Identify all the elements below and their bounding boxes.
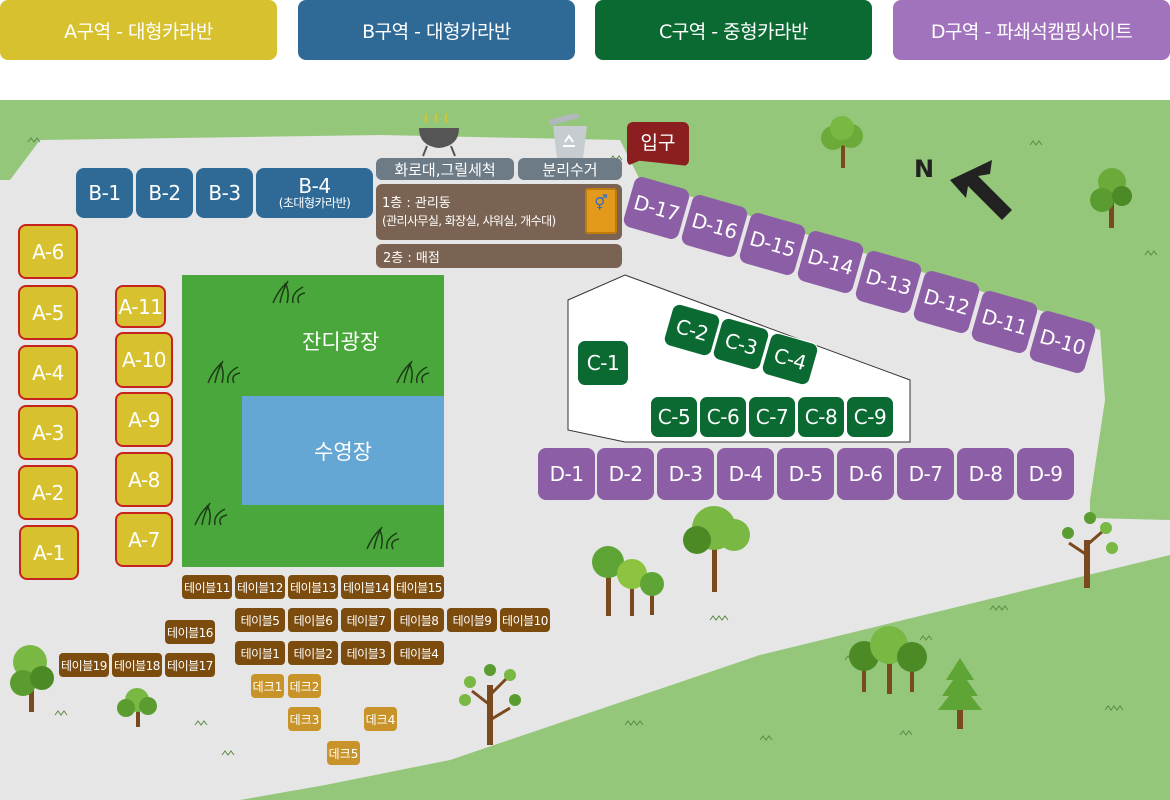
table-13[interactable]: 테이블13 — [288, 575, 338, 599]
site-a-5[interactable]: A-5 — [18, 285, 78, 340]
site-a-2[interactable]: A-2 — [18, 465, 78, 520]
legend-b-label: B구역 - 대형카라반 — [362, 20, 511, 43]
legend-d-label: D구역 - 파쇄석캠핑사이트 — [930, 20, 1133, 43]
table-5[interactable]: 테이블5 — [235, 608, 285, 632]
site-b-4-sub: (초대형카라반) — [278, 196, 351, 211]
deck-1[interactable]: 데크1 — [251, 674, 284, 698]
deck-4[interactable]: 데크4 — [364, 707, 397, 731]
pool-label: 수영장 — [314, 439, 372, 464]
site-b-2[interactable]: B-2 — [136, 168, 193, 218]
table-1[interactable]: 테이블1 — [235, 641, 285, 665]
table-11[interactable]: 테이블11 — [182, 575, 232, 599]
bbq-label: 화로대,그릴세척 — [394, 160, 496, 179]
site-b-3[interactable]: B-3 — [196, 168, 253, 218]
site-c-7[interactable]: C-7 — [748, 396, 796, 438]
table-7[interactable]: 테이블7 — [341, 608, 391, 632]
site-a-4[interactable]: A-4 — [18, 345, 78, 400]
restroom-icon: ⚥ — [585, 188, 617, 234]
site-d-4[interactable]: D-4 — [717, 448, 774, 500]
site-b-1[interactable]: B-1 — [76, 168, 133, 218]
table-17[interactable]: 테이블17 — [165, 653, 215, 677]
deck-5[interactable]: 데크5 — [327, 741, 360, 765]
table-15[interactable]: 테이블15 — [394, 575, 444, 599]
site-d-5[interactable]: D-5 — [777, 448, 834, 500]
recycle-label: 분리수거 — [542, 160, 598, 179]
office-building[interactable]: 1층 : 관리동 (관리사무실, 화장실, 샤워실, 개수대) ⚥ — [376, 184, 622, 240]
legend-a: A구역 - 대형카라반 — [0, 0, 277, 60]
site-a-10[interactable]: A-10 — [115, 332, 173, 388]
site-d-6[interactable]: D-6 — [837, 448, 894, 500]
table-3[interactable]: 테이블3 — [341, 641, 391, 665]
grass-icon — [194, 280, 430, 550]
site-c-9[interactable]: C-9 — [846, 396, 894, 438]
table-4[interactable]: 테이블4 — [394, 641, 444, 665]
site-c-1[interactable]: C-1 — [577, 340, 629, 386]
site-a-9[interactable]: A-9 — [115, 392, 173, 447]
entrance-label: 입구 — [640, 132, 676, 154]
campsite-map: 잔디광장 수영장 입구 화로대,그릴세척 분리수거 1층 : 관리동 (관리사무… — [0, 100, 1170, 800]
table-2[interactable]: 테이블2 — [288, 641, 338, 665]
table-14[interactable]: 테이블14 — [341, 575, 391, 599]
tree-icon — [10, 116, 1132, 745]
site-d-1[interactable]: D-1 — [538, 448, 595, 500]
table-12[interactable]: 테이블12 — [235, 575, 285, 599]
office-floor1: 1층 : 관리동 — [382, 196, 451, 211]
table-10[interactable]: 테이블10 — [500, 608, 550, 632]
site-a-3[interactable]: A-3 — [18, 405, 78, 460]
recycle-bin-icon — [548, 114, 587, 158]
deck-3[interactable]: 데크3 — [288, 707, 321, 731]
site-c-6[interactable]: C-6 — [699, 396, 747, 438]
site-d-3[interactable]: D-3 — [657, 448, 714, 500]
site-b-4[interactable]: B-4 (초대형카라반) — [256, 168, 373, 218]
site-a-6[interactable]: A-6 — [18, 224, 78, 279]
office-floor1-detail: (관리사무실, 화장실, 샤워실, 개수대) — [382, 214, 556, 228]
pool-area: 수영장 — [242, 396, 444, 505]
table-6[interactable]: 테이블6 — [288, 608, 338, 632]
entrance-sign: 입구 — [627, 122, 689, 166]
legend-c: C구역 - 중형카라반 — [595, 0, 872, 60]
compass-arrow-icon — [950, 160, 1012, 220]
table-16[interactable]: 테이블16 — [165, 620, 215, 644]
legend-c-label: C구역 - 중형카라반 — [658, 20, 809, 43]
site-b-4-label: B-4 — [298, 174, 331, 199]
site-d-9[interactable]: D-9 — [1017, 448, 1074, 500]
lawn-label: 잔디광장 — [302, 330, 380, 354]
site-a-1[interactable]: A-1 — [19, 525, 79, 580]
recycling-station[interactable]: 분리수거 — [518, 158, 622, 180]
site-c-5[interactable]: C-5 — [650, 396, 698, 438]
site-a-11[interactable]: A-11 — [115, 285, 166, 328]
legend-d: D구역 - 파쇄석캠핑사이트 — [893, 0, 1170, 60]
table-18[interactable]: 테이블18 — [112, 653, 162, 677]
compass-label: N — [914, 155, 935, 183]
legend-a-label: A구역 - 대형카라반 — [64, 20, 213, 43]
site-d-8[interactable]: D-8 — [957, 448, 1014, 500]
legend-b: B구역 - 대형카라반 — [298, 0, 575, 60]
deck-2[interactable]: 데크2 — [288, 674, 321, 698]
site-d-2[interactable]: D-2 — [597, 448, 654, 500]
store-label: 2층 : 매점 — [383, 250, 440, 266]
site-c-8[interactable]: C-8 — [797, 396, 845, 438]
table-9[interactable]: 테이블9 — [447, 608, 497, 632]
store-building[interactable]: 2층 : 매점 — [376, 244, 622, 268]
site-a-8[interactable]: A-8 — [115, 452, 173, 507]
site-a-7[interactable]: A-7 — [115, 512, 173, 567]
grill-icon — [419, 113, 459, 157]
table-19[interactable]: 테이블19 — [59, 653, 109, 677]
bbq-station[interactable]: 화로대,그릴세척 — [376, 158, 514, 180]
table-8[interactable]: 테이블8 — [394, 608, 444, 632]
site-d-7[interactable]: D-7 — [897, 448, 954, 500]
